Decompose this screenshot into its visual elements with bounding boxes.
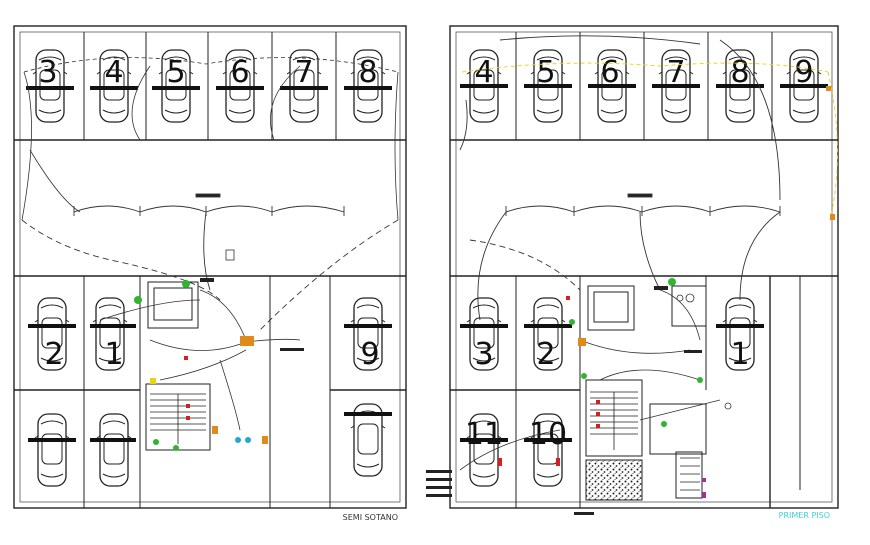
stall-number: 7 [294, 55, 313, 90]
stall-number: 2 [536, 337, 555, 372]
top-row-numbers: 3 4 5 6 7 8 [38, 55, 377, 90]
stall-number: 4 [474, 55, 493, 90]
stall-number: 9 [794, 55, 813, 90]
stall-number: 10 [529, 417, 567, 452]
stair-block [150, 393, 206, 444]
stall-number: 6 [600, 55, 619, 90]
plan-semi-sotano: 3 4 5 6 7 8 [13, 25, 407, 522]
stall-number: 5 [166, 55, 185, 90]
middle-numbers: 3 2 1 11 10 [465, 337, 750, 452]
colored-fixtures [134, 280, 268, 451]
stall-number: 3 [474, 337, 493, 372]
middle-bars [28, 324, 392, 442]
stall-number: 7 [666, 55, 685, 90]
panel-wiring [426, 286, 732, 515]
stall-number: 5 [536, 55, 555, 90]
plan-primer-piso: 4 5 6 7 8 9 [426, 25, 839, 520]
gravel-area [585, 459, 643, 501]
stall-number: 8 [358, 55, 377, 90]
middle-bars [460, 324, 764, 442]
top-row-numbers: 4 5 6 7 8 9 [474, 55, 813, 90]
center-light-chain [21, 193, 399, 331]
stall-number: 6 [230, 55, 249, 90]
top-parking-stalls [83, 32, 337, 140]
center-light-chain [469, 193, 781, 321]
stall-number: 9 [360, 337, 379, 372]
top-wiring [459, 35, 838, 221]
middle-left-stalls [83, 276, 331, 508]
stall-number: 3 [38, 55, 57, 90]
top-row-cars [32, 49, 386, 123]
panel-wiring [99, 249, 304, 431]
stall-number: 1 [104, 337, 123, 372]
stall-number: 11 [465, 417, 503, 452]
middle-stalls [515, 276, 801, 508]
plan-title: PRIMER PISO [779, 511, 830, 520]
stall-number: 4 [104, 55, 123, 90]
plan-title: SEMI SOTANO [343, 513, 398, 522]
outer-walls [13, 25, 407, 509]
middle-numbers: 2 1 9 [44, 337, 379, 372]
top-wiring [21, 57, 399, 221]
stall-number: 2 [44, 337, 63, 372]
stall-number: 1 [730, 337, 749, 372]
colored-fixtures [498, 278, 706, 498]
stall-number: 8 [730, 55, 749, 90]
top-parking-stalls [515, 32, 773, 140]
